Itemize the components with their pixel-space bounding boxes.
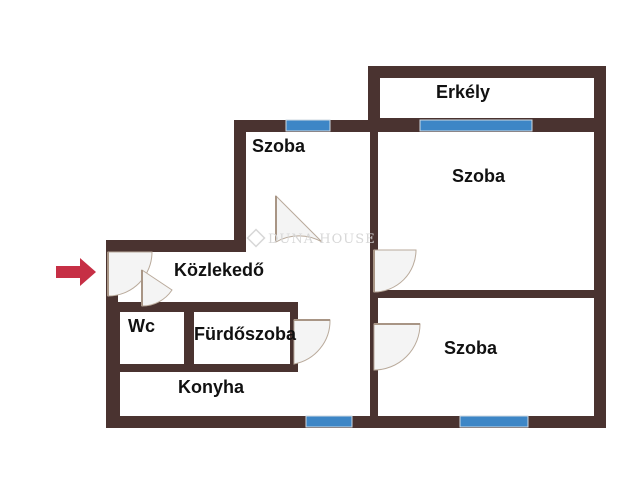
watermark: DUNA HOUSE bbox=[246, 228, 376, 248]
label-erkely: Erkély bbox=[436, 82, 490, 102]
door-top-right-room bbox=[373, 249, 417, 293]
entry-arrow-icon bbox=[56, 258, 96, 286]
windows bbox=[285, 119, 533, 428]
label-furdoszoba: Fürdőszoba bbox=[194, 324, 297, 344]
label-konyha: Konyha bbox=[178, 377, 245, 397]
window-top-right-room bbox=[419, 119, 533, 132]
door-bottom-right-room bbox=[373, 323, 421, 371]
window-kitchen bbox=[305, 415, 353, 428]
door-entrance bbox=[107, 251, 153, 297]
door-bathroom bbox=[293, 319, 331, 365]
label-szoba-top-right: Szoba bbox=[452, 166, 506, 186]
door-wc bbox=[141, 269, 173, 307]
window-bottom-right-room bbox=[459, 415, 529, 428]
label-kozlekedo: Közlekedő bbox=[174, 260, 264, 280]
room-labels: Erkély Szoba Szoba Közlekedő Wc Fürdőszo… bbox=[128, 82, 506, 397]
watermark-text: DUNA HOUSE bbox=[268, 232, 376, 247]
label-szoba-bottom-right: Szoba bbox=[444, 338, 498, 358]
label-wc: Wc bbox=[128, 316, 155, 336]
label-szoba-top-left: Szoba bbox=[252, 136, 306, 156]
window-top-left-room bbox=[285, 119, 331, 132]
doors bbox=[107, 194, 421, 371]
